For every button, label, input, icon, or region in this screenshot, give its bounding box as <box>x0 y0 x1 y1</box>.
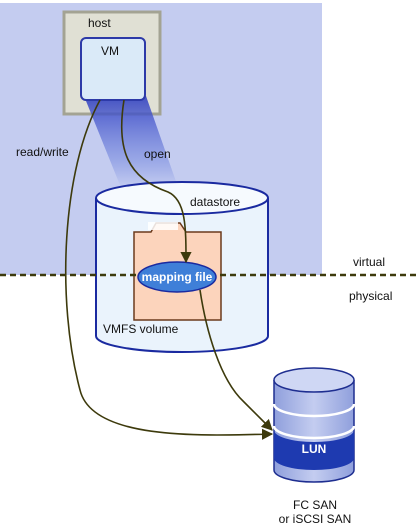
vm-label: VM <box>101 44 119 58</box>
file-folder-tab-notch <box>148 222 178 230</box>
san-label-line1: FC SAN <box>292 498 337 512</box>
lun-stack-top <box>273 367 355 393</box>
lun-disk-divider-1 <box>272 403 356 418</box>
datastore-label: datastore <box>190 195 241 209</box>
host-label: host <box>88 16 111 30</box>
vmfs-volume-label: VMFS volume <box>103 322 179 336</box>
san-label-line2: or iSCSI SAN <box>278 512 352 526</box>
read-write-arrow <box>64 99 274 440</box>
datastore-cylinder-top <box>95 181 269 215</box>
open-arrow <box>120 99 192 264</box>
physical-label: physical <box>349 289 393 303</box>
lun-label: LUN <box>301 442 327 456</box>
mapping-file-oval <box>137 261 217 293</box>
mapping-to-lun-arrow <box>199 289 273 431</box>
lun-disk-divider-2 <box>272 425 356 440</box>
mapping-file-label: mapping file <box>141 270 213 284</box>
lun-band <box>274 430 354 470</box>
open-label: open <box>144 147 171 161</box>
virtual-label: virtual <box>353 255 386 269</box>
read-write-label: read/write <box>16 145 69 159</box>
vm-box <box>80 37 146 101</box>
